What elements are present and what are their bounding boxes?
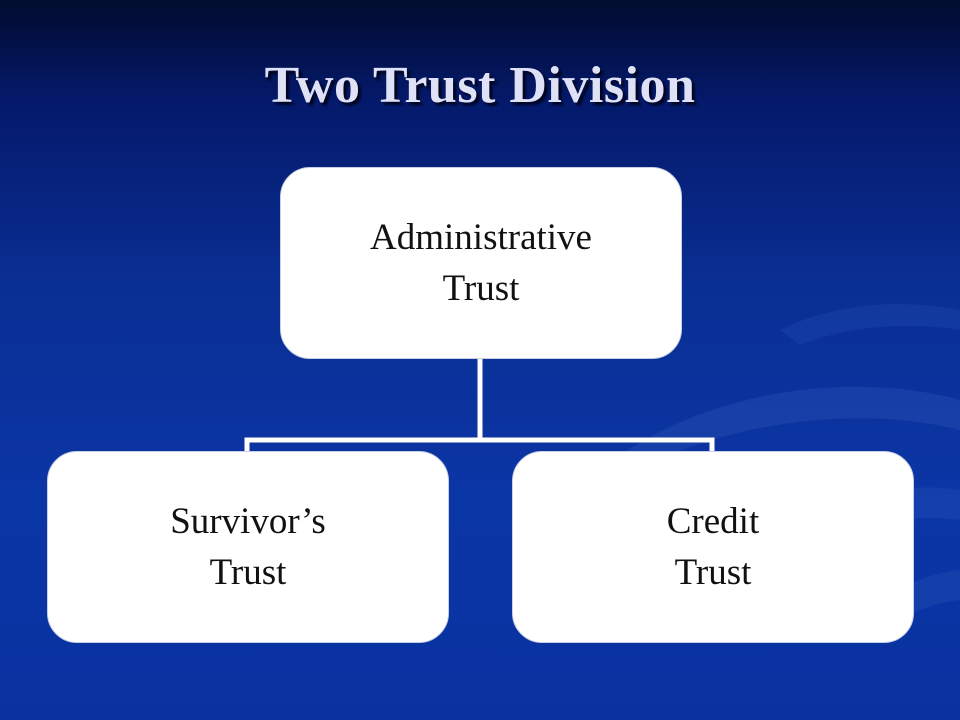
node-label-line: Administrative <box>370 217 592 258</box>
node-administrative-trust: Administrative Trust <box>280 167 682 359</box>
node-label-line: Trust <box>674 552 752 593</box>
page-title: Two Trust Division <box>264 57 696 114</box>
node-survivors-trust: Survivor’s Trust <box>47 451 449 643</box>
node-label-line: Trust <box>209 552 287 593</box>
node-label-line: Survivor’s <box>170 501 326 542</box>
node-credit-trust: Credit Trust <box>512 451 914 643</box>
node-label-line: Trust <box>442 268 520 309</box>
node-label-line: Credit <box>666 501 760 542</box>
